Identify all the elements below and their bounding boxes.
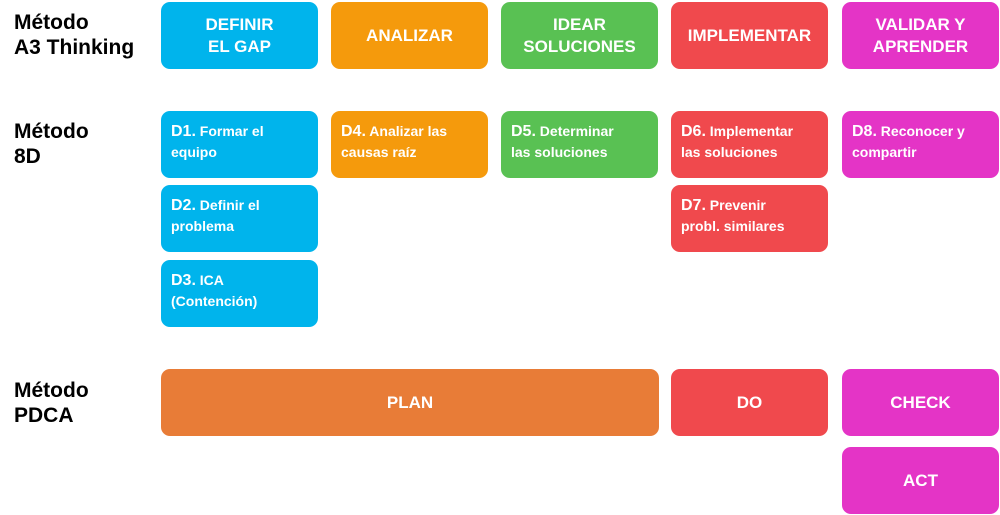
pdca-stage-do: DO (671, 369, 828, 436)
step-code: D4. (341, 123, 366, 140)
a3-phase-implementar: IMPLEMENTAR (671, 2, 828, 69)
a3-phase-analizar: ANALIZAR (331, 2, 488, 69)
step-code: D5. (511, 123, 536, 140)
step-code: D6. (681, 123, 706, 140)
method-label-8d: Método 8D (14, 120, 89, 168)
pdca-stage-check: CHECK (842, 369, 999, 436)
method-label-pdca: Método PDCA (14, 379, 89, 427)
8d-step-d3: D3. ICA (Contención) (161, 260, 318, 327)
8d-step-d5: D5. Determinar las soluciones (501, 111, 658, 178)
8d-step-d7: D7. Prevenir probl. similares (671, 185, 828, 252)
8d-step-d8: D8. Reconocer y compartir (842, 111, 999, 178)
8d-step-d4: D4. Analizar las causas raíz (331, 111, 488, 178)
a3-phase-validar-aprender: VALIDAR Y APRENDER (842, 2, 999, 69)
step-code: D7. (681, 197, 706, 214)
step-code: D8. (852, 123, 877, 140)
8d-step-d1: D1. Formar el equipo (161, 111, 318, 178)
a3-phase-idear-soluciones: IDEAR SOLUCIONES (501, 2, 658, 69)
step-code: D3. (171, 272, 196, 289)
method-label-a3: Método A3 Thinking (14, 11, 135, 59)
step-code: D1. (171, 123, 196, 140)
8d-step-d6: D6. Implementar las soluciones (671, 111, 828, 178)
step-code: D2. (171, 197, 196, 214)
a3-phase-definir-gap: DEFINIR EL GAP (161, 2, 318, 69)
pdca-stage-plan: PLAN (161, 369, 659, 436)
pdca-stage-act: ACT (842, 447, 999, 514)
8d-step-d2: D2. Definir el problema (161, 185, 318, 252)
